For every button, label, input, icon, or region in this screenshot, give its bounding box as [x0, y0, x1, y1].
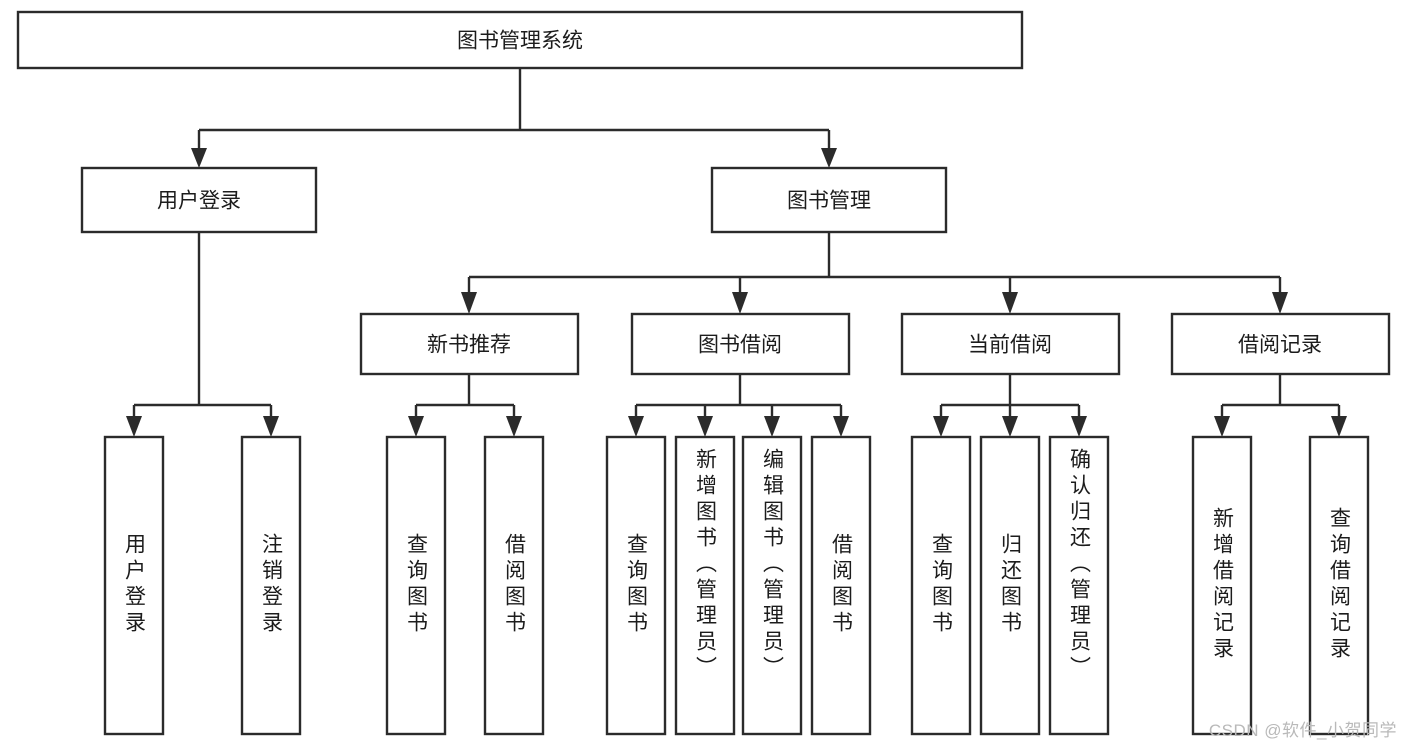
leaf-query-book-1[interactable]: 查询图书 [385, 435, 447, 736]
node-book-manage-label: 图书管理 [787, 190, 871, 213]
leaf-query-book-3-label: 查询图书 [930, 533, 954, 637]
leaf-query-book-1-label: 查询图书 [405, 533, 429, 637]
leaf-borrow-book-1-box[interactable] [483, 435, 545, 736]
node-borrow-record[interactable]: 借阅记录 [1170, 312, 1391, 376]
arrowhead-leaf-query-book-2 [628, 416, 644, 437]
arrowhead-book-borrow [732, 292, 748, 314]
leaf-add-record-label: 新增借阅记录 [1211, 507, 1235, 663]
leaf-user-login[interactable]: 用户登录 [103, 435, 165, 736]
arrowhead-leaf-return-book [1002, 416, 1018, 437]
leaf-user-login-box[interactable] [103, 435, 165, 736]
arrowhead-leaf-edit-book [764, 416, 780, 437]
node-book-borrow[interactable]: 图书借阅 [630, 312, 851, 376]
node-book-borrow-box[interactable] [630, 312, 851, 376]
leaf-confirm-return-label: 确认归还（管理员） [1068, 448, 1092, 682]
connector-layer [126, 68, 1347, 437]
arrowhead-leaf-add-record [1214, 416, 1230, 437]
leaf-edit-book-box[interactable] [741, 435, 803, 736]
node-new-book-rec[interactable]: 新书推荐 [359, 312, 580, 376]
arrowhead-leaf-borrow-book-1 [506, 416, 522, 437]
leaf-add-book[interactable]: 新增图书（管理员） [674, 435, 736, 736]
leaf-query-book-3[interactable]: 查询图书 [910, 435, 972, 736]
leaf-query-book-2-box[interactable] [605, 435, 667, 736]
leaf-return-book[interactable]: 归还图书 [979, 435, 1041, 736]
leaf-return-book-box[interactable] [979, 435, 1041, 736]
leaf-edit-book-label: 编辑图书（管理员） [761, 448, 785, 682]
leaf-confirm-return-box[interactable] [1048, 435, 1110, 736]
leaf-add-record[interactable]: 新增借阅记录 [1191, 435, 1253, 736]
node-new-book-rec-label: 新书推荐 [427, 334, 511, 357]
arrowhead-borrow-record [1272, 292, 1288, 314]
leaf-edit-book[interactable]: 编辑图书（管理员） [741, 435, 803, 736]
leaf-borrow-book-1-label: 借阅图书 [503, 533, 527, 637]
leaf-add-record-box[interactable] [1191, 435, 1253, 736]
node-book-borrow-label: 图书借阅 [698, 334, 782, 357]
arrowhead-leaf-user-login [126, 416, 142, 437]
leaf-query-book-1-box[interactable] [385, 435, 447, 736]
leaf-logout-box[interactable] [240, 435, 302, 736]
arrowhead-leaf-confirm-return [1071, 416, 1087, 437]
leaf-query-book-2-label: 查询图书 [625, 533, 649, 637]
leaf-query-record-label: 查询借阅记录 [1328, 507, 1352, 663]
arrowhead-leaf-add-book [697, 416, 713, 437]
leaf-borrow-book-2[interactable]: 借阅图书 [810, 435, 872, 736]
node-user-login-label: 用户登录 [157, 190, 241, 213]
node-current-borrow[interactable]: 当前借阅 [900, 312, 1121, 376]
node-current-borrow-label: 当前借阅 [968, 334, 1052, 357]
arrowhead-leaf-query-book-1 [408, 416, 424, 437]
leaf-query-book-2[interactable]: 查询图书 [605, 435, 667, 736]
node-user-login-box[interactable] [80, 166, 318, 234]
leaf-logout-label: 注销登录 [260, 533, 284, 637]
leaf-query-book-3-box[interactable] [910, 435, 972, 736]
node-borrow-record-box[interactable] [1170, 312, 1391, 376]
leaf-add-book-label: 新增图书（管理员） [694, 448, 718, 682]
leaf-query-record[interactable]: 查询借阅记录 [1308, 435, 1370, 736]
leaf-add-book-box[interactable] [674, 435, 736, 736]
node-borrow-record-label: 借阅记录 [1238, 334, 1322, 357]
leaf-user-login-label: 用户登录 [123, 533, 147, 637]
leaf-logout[interactable]: 注销登录 [240, 435, 302, 736]
node-root-label: 图书管理系统 [457, 30, 583, 53]
arrowhead-new-book-rec [461, 292, 477, 314]
arrowhead-leaf-borrow-book-2 [833, 416, 849, 437]
leaf-return-book-label: 归还图书 [999, 533, 1023, 637]
leaf-borrow-book-2-label: 借阅图书 [830, 533, 854, 637]
arrowhead-leaf-query-book-3 [933, 416, 949, 437]
leaf-borrow-book-2-box[interactable] [810, 435, 872, 736]
node-book-manage[interactable]: 图书管理 [710, 166, 948, 234]
arrowhead-user-login [191, 148, 207, 168]
node-new-book-rec-box[interactable] [359, 312, 580, 376]
arrowhead-current-borrow [1002, 292, 1018, 314]
node-book-manage-box[interactable] [710, 166, 948, 234]
arrowhead-leaf-logout [263, 416, 279, 437]
leaf-confirm-return[interactable]: 确认归还（管理员） [1048, 435, 1110, 736]
node-root[interactable]: 图书管理系统 [16, 10, 1024, 70]
node-current-borrow-box[interactable] [900, 312, 1121, 376]
leaf-borrow-book-1[interactable]: 借阅图书 [483, 435, 545, 736]
node-root-box[interactable] [16, 10, 1024, 70]
arrowhead-book-manage [821, 148, 837, 168]
leaf-query-record-box[interactable] [1308, 435, 1370, 736]
node-user-login[interactable]: 用户登录 [80, 166, 318, 234]
arrowhead-leaf-query-record [1331, 416, 1347, 437]
